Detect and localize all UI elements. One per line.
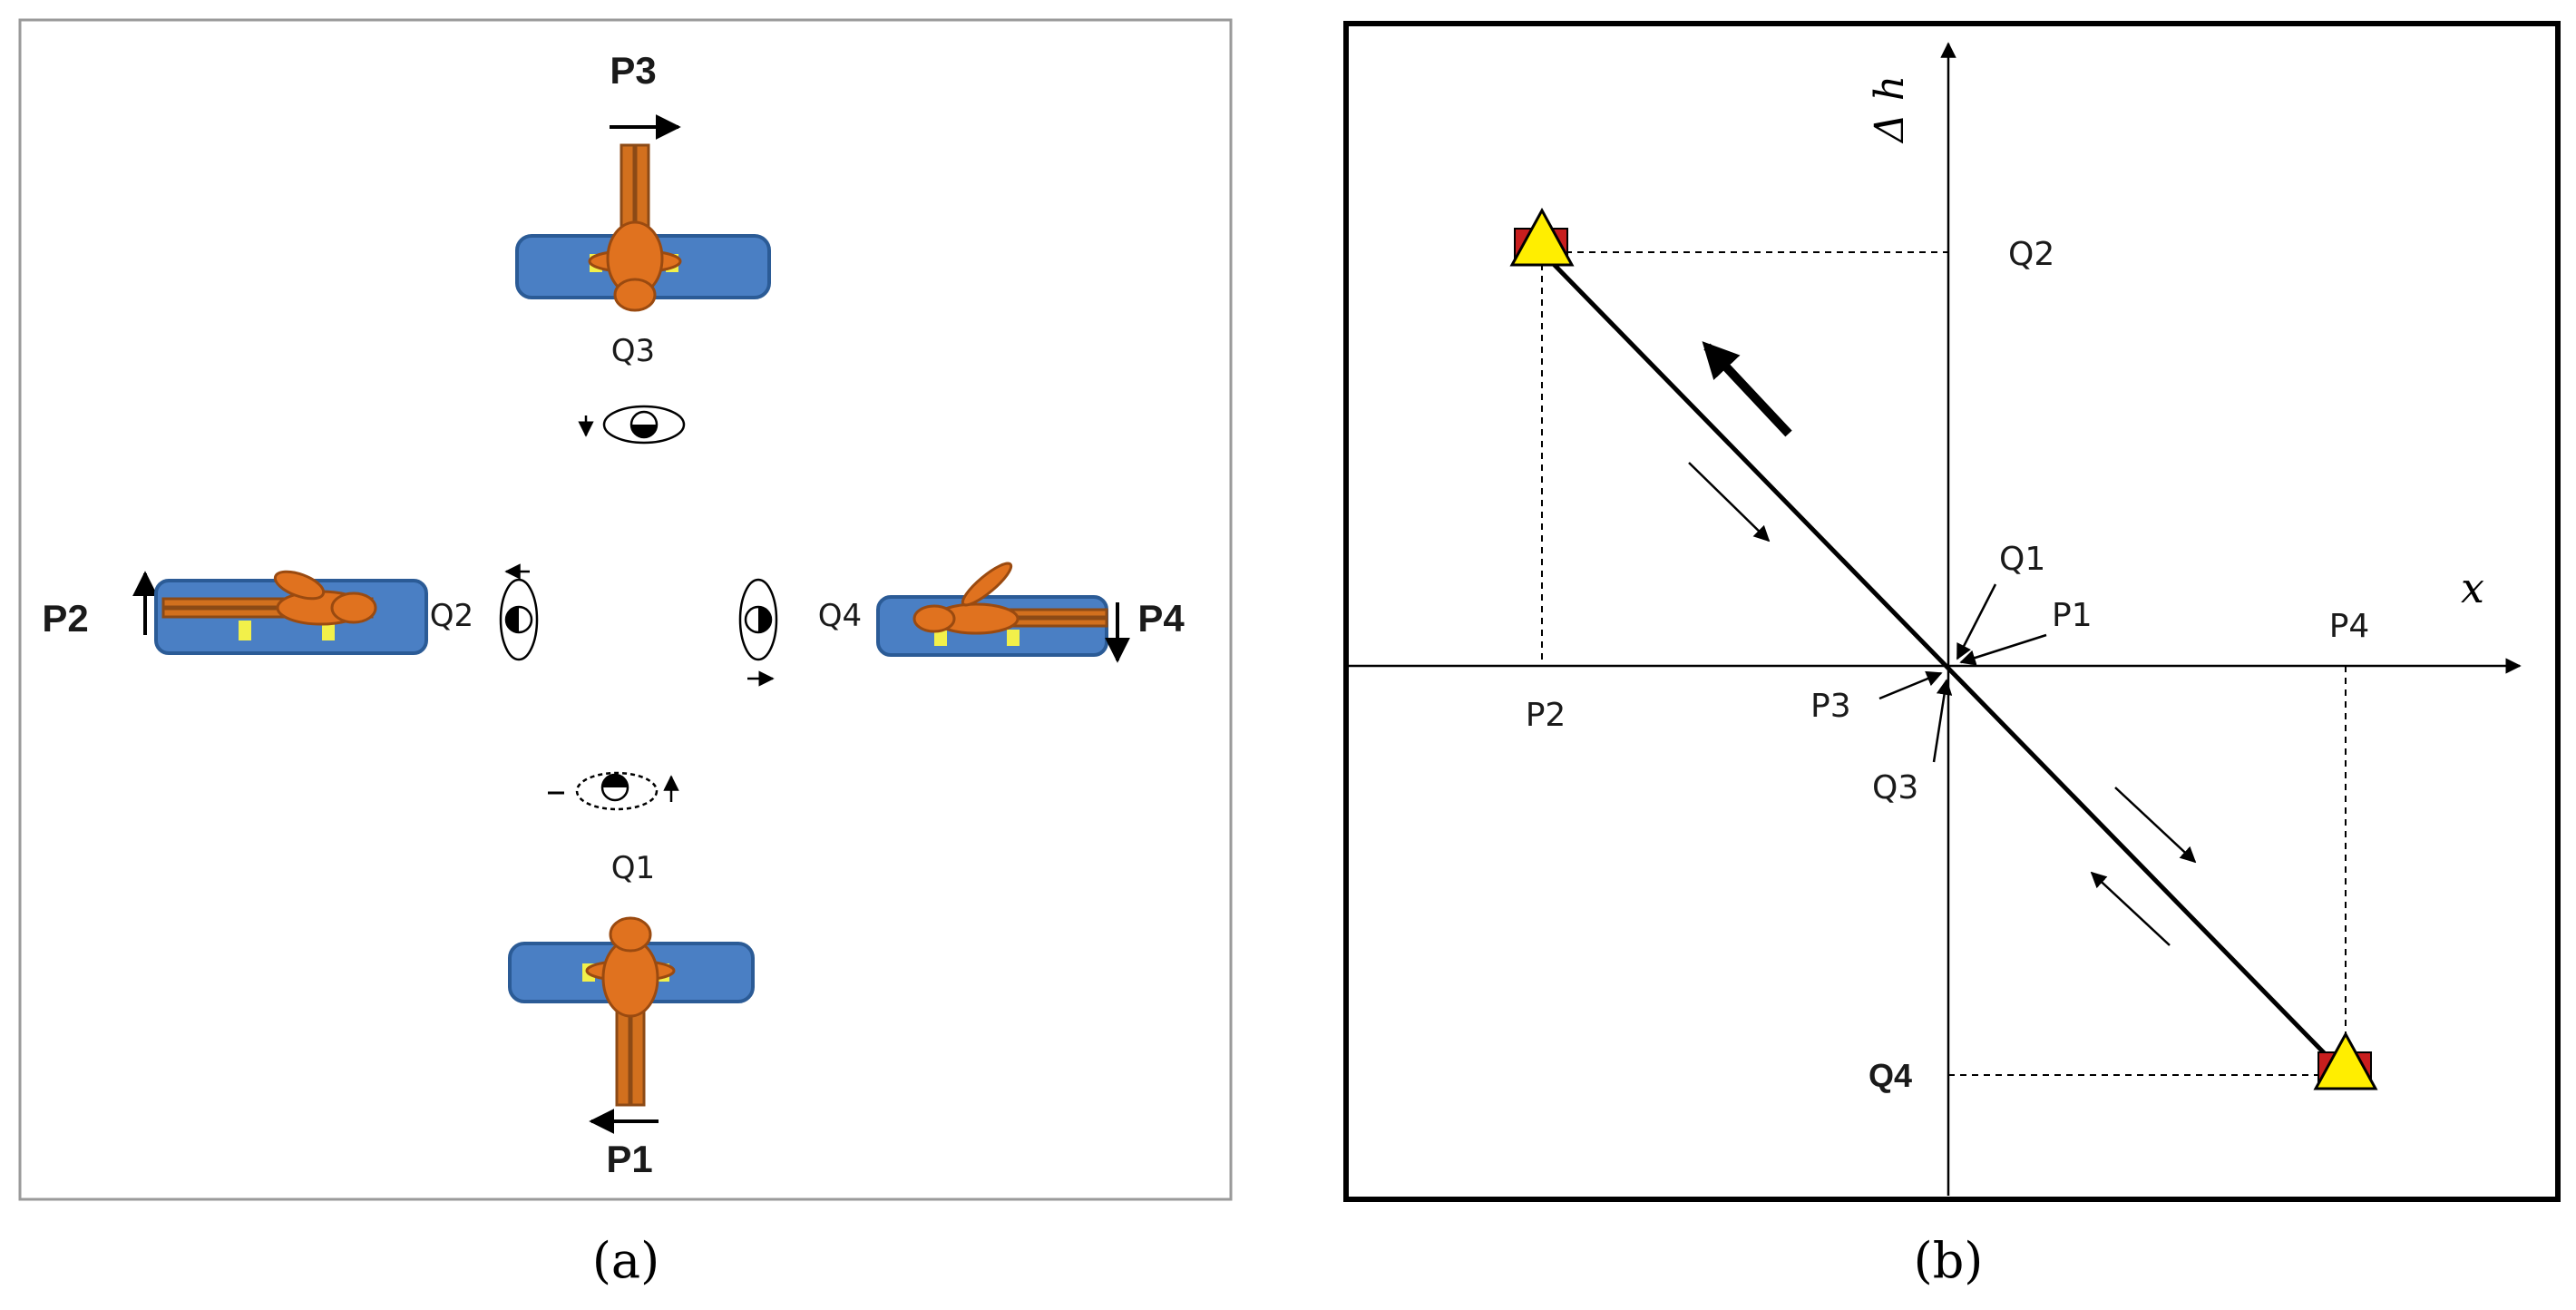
pointer-q3 (1932, 679, 1953, 763)
clip (239, 621, 251, 640)
pointer-q1 (1956, 583, 1997, 660)
caption-b: (b) (1914, 1232, 1984, 1289)
panel-b: x Δ h Q2 P2 Q1 P1 P3 Q3 P (1343, 21, 2561, 1202)
arm (273, 570, 326, 601)
label-b-q3: Q3 (1872, 769, 1918, 807)
label-q3: Q3 (611, 333, 655, 369)
pointer-p1 (1959, 633, 2047, 666)
label-b-p3: P3 (1810, 688, 1851, 725)
eye-q4-icon (738, 578, 778, 687)
arrow-down-right-icon (2114, 787, 2197, 864)
label-p3: P3 (610, 49, 656, 92)
label-q2: Q2 (430, 598, 473, 634)
label-b-p1: P1 (2052, 597, 2093, 634)
label-b-p4: P4 (2329, 608, 2370, 645)
clip (322, 621, 335, 640)
bold-arrow-icon (1702, 341, 1792, 437)
figure-p2: P2 (42, 570, 428, 655)
label-b-q4: Q4 (1869, 1057, 1912, 1094)
arrow-down-right-icon (1688, 462, 1771, 543)
pointer-p3 (1878, 670, 1943, 700)
eye-q2-icon (499, 563, 539, 661)
eye-q1-icon (548, 771, 679, 811)
head (609, 916, 652, 953)
panel-a: P3 Q3 P2 (18, 18, 1233, 1201)
eye-q3-icon (578, 405, 686, 445)
figure-p4: P4 (876, 562, 1185, 663)
marker-p4-q4 (2313, 1031, 2378, 1090)
label-q1: Q1 (611, 850, 655, 886)
marker-p2-q2 (1509, 207, 1575, 267)
label-p1: P1 (606, 1138, 652, 1180)
clip (1007, 630, 1020, 646)
clip (934, 630, 947, 646)
x-axis-label: x (2461, 563, 2484, 612)
caption-a: (a) (592, 1232, 659, 1289)
arrow-up-left-icon (2090, 871, 2171, 946)
head (330, 591, 377, 624)
label-q4: Q4 (818, 598, 862, 634)
label-p4: P4 (1137, 597, 1185, 640)
label-b-q2: Q2 (2008, 236, 2054, 273)
panel-b-frame (1343, 21, 2561, 1202)
label-p2: P2 (42, 597, 88, 640)
figure-p1: P1 (508, 916, 755, 1180)
y-axis-label: Δ h (1867, 75, 1913, 144)
figure-p3: P3 (515, 49, 771, 312)
arm (961, 562, 1013, 607)
head (912, 604, 956, 633)
head (613, 278, 657, 312)
label-b-p2: P2 (1526, 697, 1566, 734)
trajectory-line (1540, 250, 2347, 1077)
label-b-q1: Q1 (1999, 541, 2045, 578)
